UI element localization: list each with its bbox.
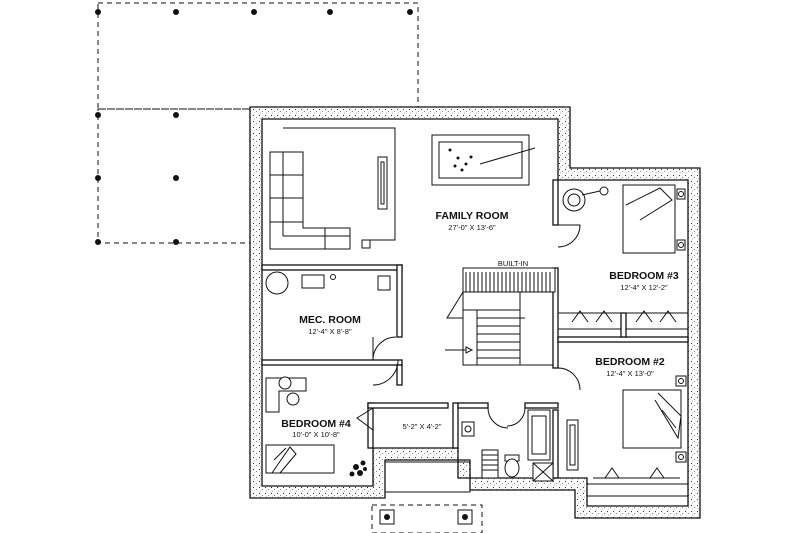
bedroom2-label: BEDROOM #2 12'-4" X 13'-0" [595, 356, 665, 378]
bathroom-dimensions: 5'-2" X 4'-2" [402, 422, 441, 431]
built-in-label: BUILT-IN [498, 259, 528, 268]
mec-room-name: MEC. ROOM [299, 314, 361, 326]
bedroom4-name: BEDROOM #4 [281, 418, 351, 430]
bedroom2-dimensions: 12'-4" X 13'-0" [606, 369, 654, 378]
bedroom3-name: BEDROOM #3 [609, 270, 679, 282]
bedroom3-armchair [562, 186, 609, 212]
doors [356, 224, 581, 431]
bedroom3-closet [558, 310, 688, 338]
side-table [361, 239, 371, 249]
front-steps [371, 461, 483, 533]
tv-console [377, 156, 388, 210]
sectional-sofa [269, 151, 351, 250]
bathroom-fixtures [461, 409, 554, 482]
mec-room-label: MEC. ROOM 12'-4" X 8'-8" [299, 314, 361, 336]
bedroom4-dimensions: 10'-0" X 10'-8" [292, 430, 340, 439]
pool-table [431, 134, 536, 186]
interior-walls [261, 179, 689, 479]
bedroom2-name: BEDROOM #2 [595, 356, 665, 368]
family-room-label: FAMILY ROOM 27'-0" X 13'-6" [436, 210, 509, 232]
deck-posts [95, 9, 413, 245]
bedroom2-closet [587, 467, 688, 497]
bedroom2-bed [622, 375, 687, 463]
bedroom4-bed [265, 444, 335, 474]
bedroom3-label: BEDROOM #3 12'-4" X 12'-2" [609, 270, 679, 292]
area-rug [283, 127, 396, 241]
bedroom4-label: BEDROOM #4 10'-0" X 10'-8" [281, 418, 351, 439]
staircase [445, 267, 556, 366]
bedroom3-bed [622, 184, 686, 254]
bedroom3-dimensions: 12'-4" X 12'-2" [620, 283, 668, 292]
family-room-dimensions: 27'-0" X 13'-6" [448, 223, 496, 232]
bedroom2-dresser [566, 419, 579, 471]
plant-icon [349, 460, 367, 477]
mechanical-equipment [265, 271, 391, 295]
mec-room-dimensions: 12'-4" X 8'-8" [308, 327, 352, 336]
family-room-name: FAMILY ROOM [436, 210, 509, 222]
bedroom4-desk [265, 376, 307, 413]
